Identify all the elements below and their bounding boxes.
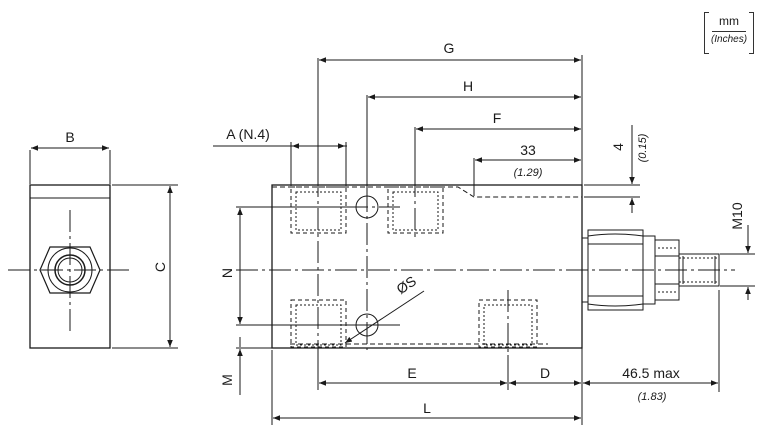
dim-a: A (N.4) xyxy=(226,126,270,142)
dim-s: ØS xyxy=(393,273,419,298)
bracket-left xyxy=(704,12,709,54)
dim-m: M xyxy=(219,374,235,386)
dim-h: H xyxy=(463,78,473,94)
unit-mm: mm xyxy=(719,14,739,28)
bracket-right xyxy=(749,12,754,54)
dim-33: 33 xyxy=(520,142,536,158)
dim-c: C xyxy=(152,262,168,272)
dimension-lines xyxy=(213,55,755,425)
dim-4-inches: (0.15) xyxy=(637,133,649,162)
dim-f: F xyxy=(493,110,502,126)
dim-max-inches: (1.83) xyxy=(638,391,667,403)
unit-divider xyxy=(712,31,746,32)
side-view xyxy=(8,145,178,349)
units-legend: mm (Inches) xyxy=(704,11,754,55)
dim-g: G xyxy=(444,40,455,56)
dim-33-inches: (1.29) xyxy=(514,167,543,179)
dim-4: 4 xyxy=(610,143,626,151)
dim-m10: M10 xyxy=(729,202,745,229)
dim-e: E xyxy=(407,365,416,381)
front-view xyxy=(236,175,735,355)
dim-n: N xyxy=(219,268,235,278)
dim-max: 46.5 max xyxy=(622,365,680,381)
dim-l: L xyxy=(423,400,431,416)
dim-d: D xyxy=(540,365,550,381)
unit-inches: (Inches) xyxy=(710,34,748,45)
dim-b: B xyxy=(65,129,74,145)
